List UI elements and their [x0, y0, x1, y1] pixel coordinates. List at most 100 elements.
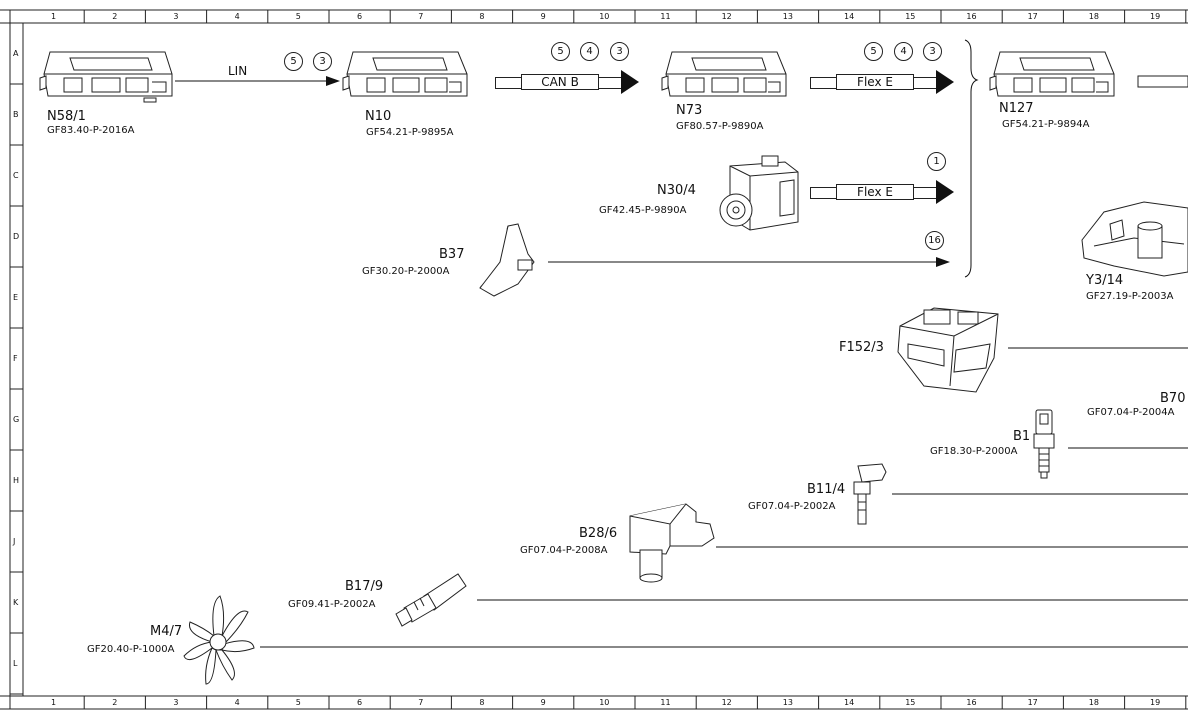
n30-4-name: N30/4 — [657, 183, 696, 198]
grid-column-label-top: 3 — [173, 12, 179, 21]
b1-sensor-image — [1033, 409, 1055, 479]
grid-column-label-bottom: 15 — [905, 698, 916, 707]
grid-row-label: A — [13, 48, 19, 58]
grid-column-label-bottom: 1 — [51, 698, 57, 707]
grid-column-label-top: 5 — [295, 12, 301, 21]
m4-7-fan-image — [183, 595, 255, 685]
b28-6-sensor-image — [629, 503, 715, 583]
ref-circle-lin-2: 3 — [313, 52, 332, 71]
ref-circle-flexe2-1: 1 — [927, 152, 946, 171]
grid-row-label: G — [13, 414, 20, 424]
n127-bus-stub — [1137, 75, 1188, 88]
grid-column-label-top: 9 — [540, 12, 546, 21]
b1-code: GF18.30-P-2000A — [930, 446, 1018, 457]
grid-column-label-bottom: 2 — [112, 698, 118, 707]
grid-column-label-top: 10 — [599, 12, 610, 21]
b11-4-name: B11/4 — [807, 482, 846, 497]
grid-column-label-bottom: 17 — [1027, 698, 1038, 707]
grid-column-label-bottom: 6 — [357, 698, 363, 707]
n10-name: N10 — [365, 109, 392, 124]
n58-1-name: N58/1 — [47, 109, 86, 124]
n127-name: N127 — [999, 101, 1034, 116]
bus-bracket — [964, 39, 979, 278]
grid-column-label-top: 15 — [905, 12, 916, 21]
b1-name: B1 — [1013, 429, 1031, 444]
grid-row-label: J — [13, 536, 16, 546]
b17-9-code: GF09.41-P-2002A — [288, 599, 376, 610]
grid-row-label: E — [13, 292, 19, 302]
grid-column-label-bottom: 13 — [782, 698, 793, 707]
flex-e-label-1: Flex E — [836, 74, 914, 90]
ref-circle-canb-1: 5 — [551, 42, 570, 61]
y3-14-name: Y3/14 — [1086, 273, 1124, 288]
b37-pedal-image — [479, 223, 535, 297]
f152-3-name: F152/3 — [839, 340, 884, 355]
n73-module-image — [661, 51, 787, 97]
grid-column-label-top: 8 — [479, 12, 485, 21]
n58-1-code: GF83.40-P-2016A — [47, 125, 135, 136]
grid-row-label: B — [13, 109, 19, 119]
ref-circle-flexe1-3: 3 — [923, 42, 942, 61]
b28-6-name: B28/6 — [579, 526, 618, 541]
n10-code: GF54.21-P-9895A — [366, 127, 454, 138]
b11-4-sensor-image — [853, 463, 887, 525]
grid-column-label-top: 1 — [51, 12, 57, 21]
flex-e-bus-symbol-1: Flex E — [810, 70, 956, 94]
b37-code: GF30.20-P-2000A — [362, 266, 450, 277]
ref-circle-b37-1: 16 — [925, 231, 944, 250]
grid-column-label-top: 2 — [112, 12, 118, 21]
grid-column-label-bottom: 14 — [844, 698, 855, 707]
m4-7-name: M4/7 — [150, 624, 183, 639]
lin-label: LIN — [228, 64, 248, 78]
grid-row-label: C — [13, 170, 19, 180]
grid-row-label: L — [13, 658, 18, 668]
n58-1-module-image — [39, 51, 173, 103]
can-b-bus-symbol: CAN B — [495, 70, 641, 94]
b37-arrowhead — [936, 257, 950, 267]
n127-code: GF54.21-P-9894A — [1002, 119, 1090, 130]
grid-column-label-top: 19 — [1150, 12, 1161, 21]
n30-4-code: GF42.45-P-9890A — [599, 205, 687, 216]
n73-code: GF80.57-P-9890A — [676, 121, 764, 132]
b17-9-name: B17/9 — [345, 579, 384, 594]
grid-column-label-bottom: 10 — [599, 698, 610, 707]
m4-7-code: GF20.40-P-1000A — [87, 644, 175, 655]
grid-column-label-top: 13 — [782, 12, 793, 21]
grid-column-label-top: 7 — [418, 12, 424, 21]
ref-circle-canb-2: 4 — [580, 42, 599, 61]
y3-14-code: GF27.19-P-2003A — [1086, 291, 1174, 302]
grid-column-label-bottom: 12 — [721, 698, 732, 707]
grid-column-label-bottom: 5 — [295, 698, 301, 707]
f152-3-fusebox-image — [897, 307, 999, 393]
ref-circle-flexe1-1: 5 — [864, 42, 883, 61]
grid-column-label-top: 6 — [357, 12, 363, 21]
grid-column-label-top: 11 — [660, 12, 671, 21]
grid-row-label: H — [13, 475, 20, 485]
can-b-label: CAN B — [521, 74, 599, 90]
lin-arrowhead — [326, 76, 340, 86]
grid-row-label: D — [13, 231, 20, 241]
grid-column-label-bottom: 16 — [966, 698, 977, 707]
grid-column-label-bottom: 18 — [1088, 698, 1099, 707]
grid-column-label-top: 17 — [1027, 12, 1038, 21]
y3-14-valve-image — [1081, 201, 1188, 277]
grid-column-label-top: 16 — [966, 12, 977, 21]
n10-module-image — [342, 51, 468, 97]
b70-code: GF07.04-P-2004A — [1087, 407, 1175, 418]
b11-4-code: GF07.04-P-2002A — [748, 501, 836, 512]
grid-column-label-top: 4 — [234, 12, 240, 21]
grid-column-label-bottom: 9 — [540, 698, 546, 707]
flex-e-bus-symbol-2: Flex E — [810, 180, 956, 204]
b17-9-sensor-image — [395, 573, 467, 627]
b70-name: B70 — [1160, 391, 1186, 406]
b28-6-code: GF07.04-P-2008A — [520, 545, 608, 556]
grid-column-label-top: 14 — [844, 12, 855, 21]
grid-column-label-bottom: 19 — [1150, 698, 1161, 707]
grid-column-label-bottom: 4 — [234, 698, 240, 707]
n127-module-image — [989, 51, 1115, 97]
grid-column-label-top: 18 — [1088, 12, 1099, 21]
ref-circle-canb-3: 3 — [610, 42, 629, 61]
grid-column-label-bottom: 8 — [479, 698, 485, 707]
